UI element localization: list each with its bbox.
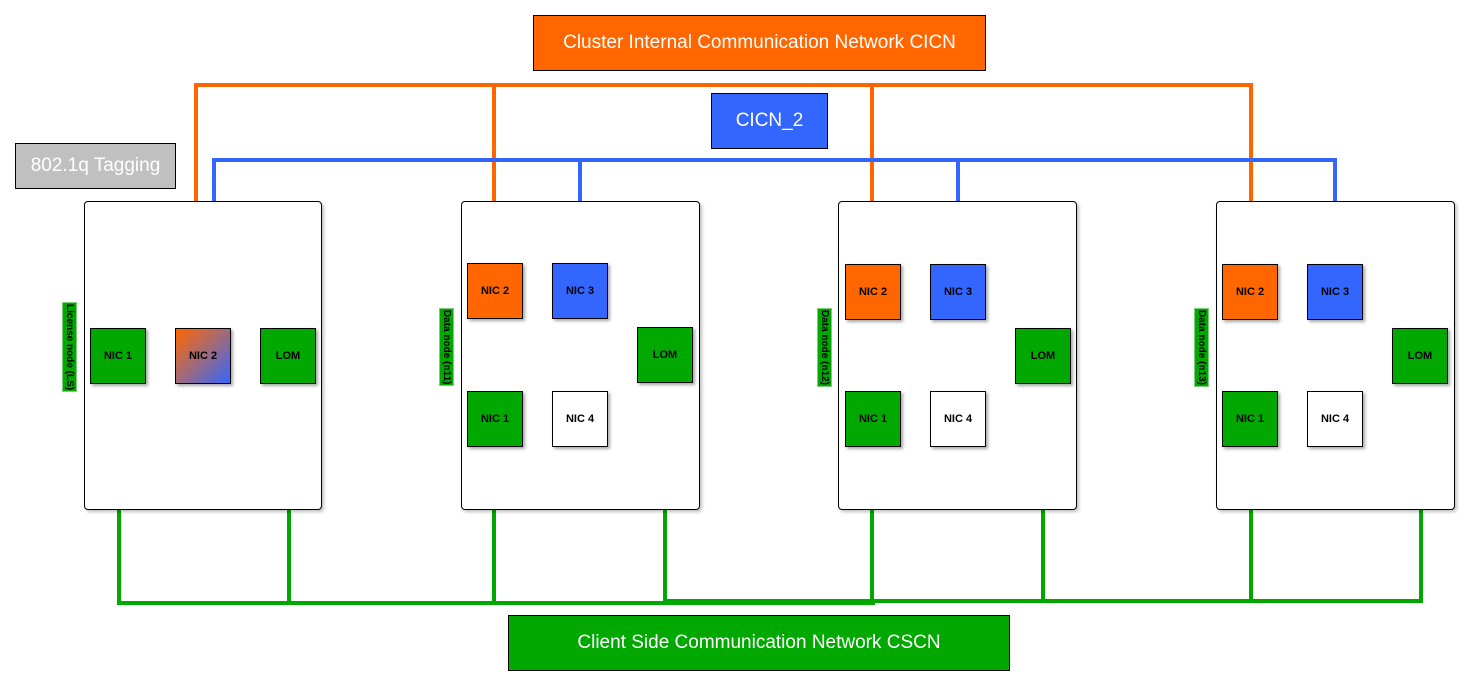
n11-nic-4: NIC 4 bbox=[552, 391, 608, 447]
n12-nic-2: NIC 2 bbox=[845, 264, 901, 320]
cicn2-network-label: CICN_2 bbox=[711, 93, 828, 149]
cicn2-bus bbox=[212, 158, 1337, 330]
node-label-n12: Data node (n12) bbox=[817, 308, 832, 388]
n12-nic-4: NIC 4 bbox=[930, 391, 986, 447]
ls-lom: LOM bbox=[260, 328, 316, 384]
tagging-label: 802.1q Tagging bbox=[15, 143, 176, 189]
n13-nic-1: NIC 1 bbox=[1222, 391, 1278, 447]
node-label-n11: Data node (n11) bbox=[439, 308, 454, 387]
cicn2-wires bbox=[212, 158, 1337, 330]
n11-nic-1: NIC 1 bbox=[467, 391, 523, 447]
n13-nic-4: NIC 4 bbox=[1307, 391, 1363, 447]
node-label-ls: License node (LS) bbox=[62, 302, 77, 393]
node-label-n13: Data node (n13) bbox=[1194, 308, 1209, 388]
ls-nic-2: NIC 2 bbox=[175, 328, 231, 384]
n13-lom: LOM bbox=[1392, 328, 1448, 384]
cicn-network-label: Cluster Internal Communication Network C… bbox=[533, 15, 986, 71]
ls-nic-1: NIC 1 bbox=[90, 328, 146, 384]
n11-nic-2: NIC 2 bbox=[467, 263, 523, 319]
n11-lom: LOM bbox=[637, 327, 693, 383]
n12-lom: LOM bbox=[1015, 328, 1071, 384]
n12-nic-3: NIC 3 bbox=[930, 264, 986, 320]
n13-nic-3: NIC 3 bbox=[1307, 264, 1363, 320]
n12-nic-1: NIC 1 bbox=[845, 391, 901, 447]
n11-nic-3: NIC 3 bbox=[552, 263, 608, 319]
n13-nic-2: NIC 2 bbox=[1222, 264, 1278, 320]
cscn-network-label: Client Side Communication Network CSCN bbox=[508, 615, 1010, 671]
